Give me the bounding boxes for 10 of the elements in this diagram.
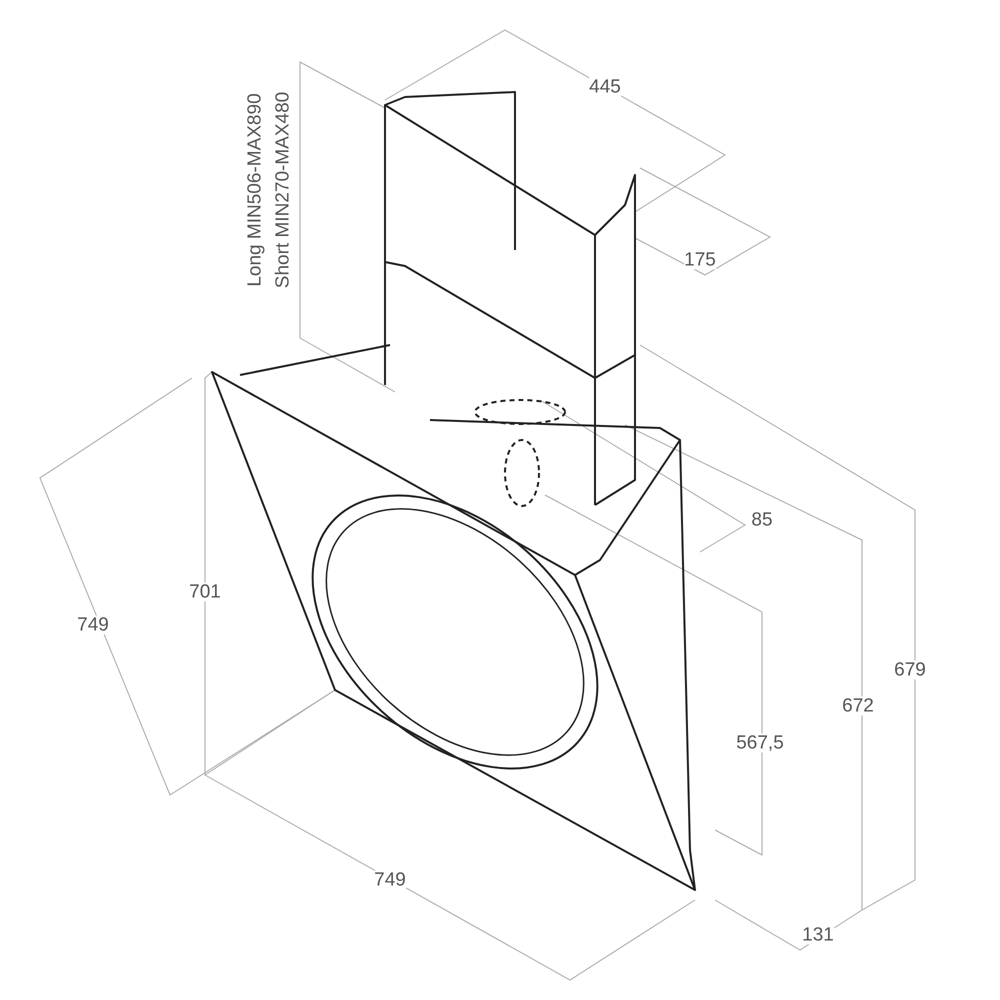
dimension-label: Long MIN506-MAX890 [246, 93, 264, 287]
dimension-label: 445 [589, 78, 621, 96]
dimension-label: 567,5 [736, 734, 784, 752]
dimension-label: 749 [374, 870, 406, 890]
dimension-label: 175 [684, 250, 716, 270]
dimension-label: 749 [77, 616, 109, 634]
dimension-label: 679 [894, 660, 926, 680]
dimension-label: 672 [842, 696, 874, 716]
dimension-label: 131 [802, 926, 834, 944]
dimension-label: 701 [189, 582, 221, 602]
